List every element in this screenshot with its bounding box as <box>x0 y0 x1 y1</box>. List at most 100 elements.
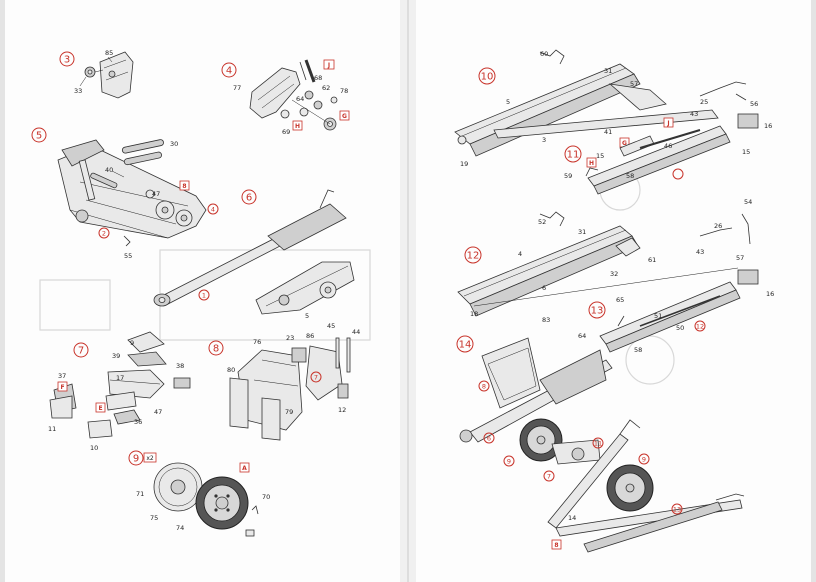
svg-text:9: 9 <box>133 454 139 465</box>
svg-text:11: 11 <box>48 425 56 433</box>
left-page: 3 85 33 4 77 <box>31 49 360 537</box>
svg-text:47: 47 <box>154 408 162 416</box>
svg-text:8: 8 <box>213 344 219 355</box>
svg-text:14: 14 <box>459 340 472 351</box>
svg-text:55: 55 <box>124 252 132 260</box>
svg-text:16: 16 <box>766 290 774 298</box>
svg-text:8: 8 <box>482 383 486 391</box>
svg-text:62: 62 <box>322 84 330 92</box>
svg-text:43: 43 <box>696 248 704 256</box>
svg-text:25: 25 <box>700 98 708 106</box>
svg-text:E: E <box>98 405 102 412</box>
svg-text:45: 45 <box>327 322 335 330</box>
svg-text:76: 76 <box>253 338 261 346</box>
svg-text:30: 30 <box>170 140 178 148</box>
svg-text:8: 8 <box>182 183 186 190</box>
svg-text:7: 7 <box>547 473 551 481</box>
svg-text:43: 43 <box>690 110 698 118</box>
svg-text:44: 44 <box>352 328 360 336</box>
svg-text:51: 51 <box>654 312 662 320</box>
svg-text:71: 71 <box>136 490 144 498</box>
svg-text:36: 36 <box>134 418 142 426</box>
svg-text:59: 59 <box>564 172 572 180</box>
step-14: 14 83 64 8 6 9 <box>456 316 745 553</box>
svg-text:7: 7 <box>78 346 84 357</box>
svg-text:F: F <box>60 384 64 391</box>
svg-text:50: 50 <box>676 324 684 332</box>
svg-text:19: 19 <box>460 160 468 168</box>
svg-text:4: 4 <box>211 206 215 214</box>
svg-text:5: 5 <box>305 312 309 320</box>
svg-text:79: 79 <box>285 408 293 416</box>
svg-text:16: 16 <box>764 122 772 130</box>
svg-text:4: 4 <box>518 250 522 258</box>
svg-text:A: A <box>242 465 247 472</box>
svg-text:6: 6 <box>487 435 491 443</box>
svg-text:68: 68 <box>314 74 322 82</box>
svg-text:32: 32 <box>610 270 618 278</box>
svg-text:23: 23 <box>286 334 294 342</box>
svg-text:12: 12 <box>338 406 346 414</box>
svg-text:58: 58 <box>626 172 634 180</box>
svg-text:40: 40 <box>105 166 113 174</box>
svg-text:31: 31 <box>604 67 612 75</box>
svg-text:83: 83 <box>542 316 550 324</box>
svg-text:6: 6 <box>542 284 546 292</box>
svg-text:G: G <box>622 140 627 147</box>
step-number: 3 <box>64 55 70 66</box>
svg-text:9: 9 <box>130 339 134 347</box>
svg-text:60: 60 <box>540 50 548 58</box>
svg-text:69: 69 <box>282 128 290 136</box>
step-4: 4 77 J 68 64 62 78 H G 69 <box>221 59 350 136</box>
svg-text:9: 9 <box>642 456 646 464</box>
svg-text:J: J <box>327 62 330 69</box>
svg-text:37: 37 <box>58 372 66 380</box>
svg-text:78: 78 <box>340 87 348 95</box>
svg-text:5: 5 <box>506 98 510 106</box>
svg-text:J: J <box>666 120 669 127</box>
step-8: 8 76 23 86 45 44 80 7 79 12 <box>208 322 360 441</box>
step-11: 11 41 15 59 H 46 58 <box>564 125 731 195</box>
step-7: 7 9 39 38 17 37 F E 47 36 11 10 <box>48 331 191 452</box>
step-13: 13 65 51 50 58 12 <box>588 281 741 354</box>
svg-text:64: 64 <box>578 332 586 340</box>
step-5: 5 30 40 47 2 55 4 8 <box>31 127 219 260</box>
svg-text:57: 57 <box>630 80 638 88</box>
svg-text:1: 1 <box>202 292 206 300</box>
svg-text:17: 17 <box>116 374 124 382</box>
svg-text:10: 10 <box>90 444 98 452</box>
svg-text:13: 13 <box>673 506 681 514</box>
svg-text:14: 14 <box>568 514 576 522</box>
svg-text:77: 77 <box>233 84 241 92</box>
svg-text:3: 3 <box>542 136 546 144</box>
svg-text:H: H <box>589 160 594 167</box>
svg-text:31: 31 <box>578 228 586 236</box>
svg-text:85: 85 <box>105 49 113 57</box>
svg-text:10: 10 <box>481 72 494 83</box>
svg-text:33: 33 <box>74 87 82 95</box>
svg-text:x2: x2 <box>146 455 154 462</box>
svg-text:G: G <box>342 113 347 120</box>
svg-text:75: 75 <box>150 514 158 522</box>
svg-text:7: 7 <box>314 374 318 382</box>
svg-text:86: 86 <box>306 332 314 340</box>
svg-text:57: 57 <box>736 254 744 262</box>
svg-text:H: H <box>295 123 300 130</box>
svg-text:4: 4 <box>226 66 232 77</box>
svg-text:47: 47 <box>152 190 160 198</box>
svg-text:12: 12 <box>696 323 704 331</box>
svg-text:11: 11 <box>567 150 580 161</box>
step-3: 3 85 33 <box>59 49 134 99</box>
svg-text:61: 61 <box>648 256 656 264</box>
svg-text:56: 56 <box>750 100 758 108</box>
svg-text:64: 64 <box>296 95 304 103</box>
svg-text:18: 18 <box>470 310 478 318</box>
svg-text:5: 5 <box>36 131 42 142</box>
svg-text:8: 8 <box>554 542 558 549</box>
svg-text:39: 39 <box>112 352 120 360</box>
svg-text:2: 2 <box>102 230 106 238</box>
svg-text:58: 58 <box>634 346 642 354</box>
svg-text:15: 15 <box>596 152 604 160</box>
svg-text:12: 12 <box>467 251 480 262</box>
